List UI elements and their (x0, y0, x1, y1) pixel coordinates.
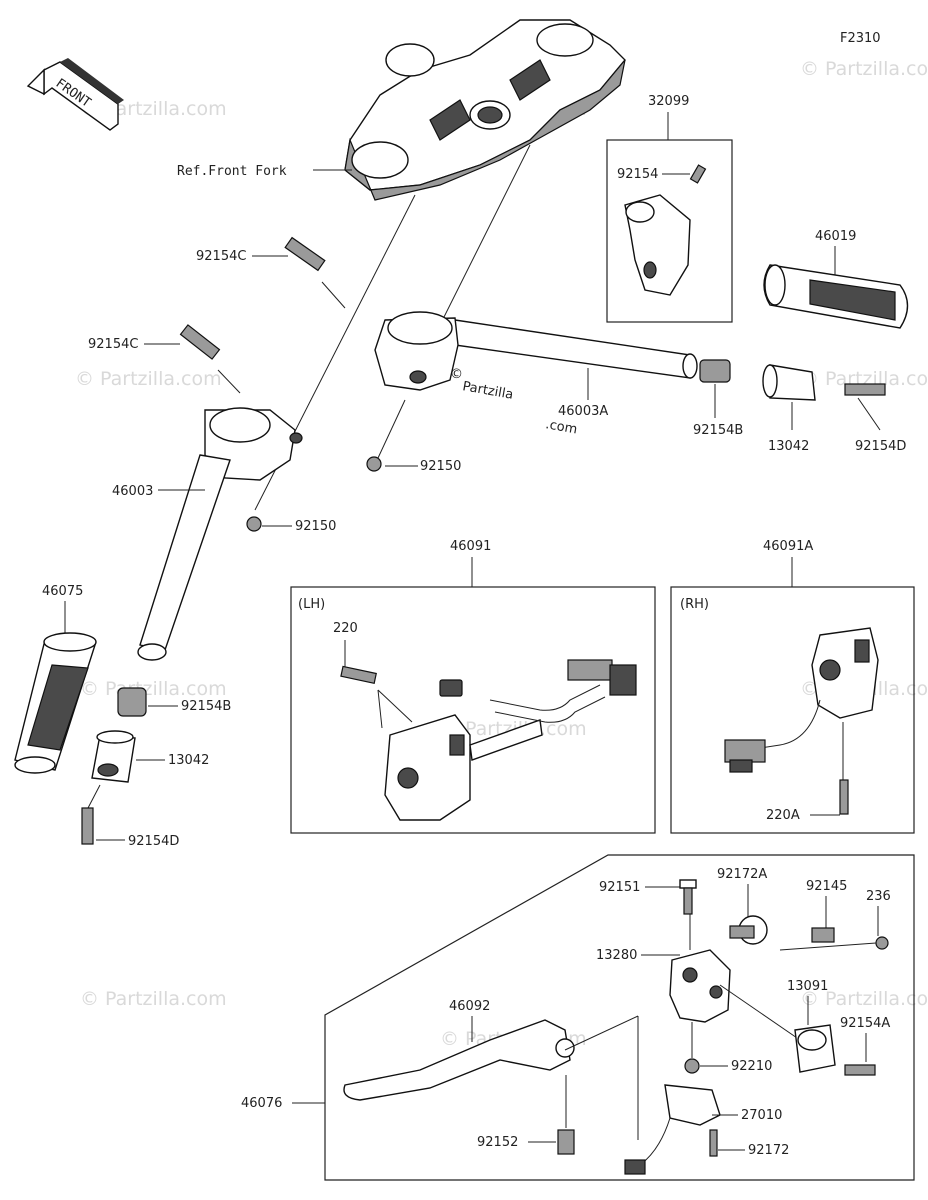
part-13042-left: 13042 (168, 753, 209, 768)
adjuster-icon (729, 915, 768, 945)
screw-icon (340, 665, 377, 684)
part-32099: 32099 (648, 94, 689, 109)
screw-icon (709, 1129, 718, 1157)
left-handlebar-icon (137, 407, 303, 661)
right-grip-icon (763, 264, 909, 329)
part-46092: 46092 (449, 999, 490, 1014)
bar-end-weight-icon (762, 364, 816, 401)
watermark: © Partzilla.com (80, 678, 227, 700)
bar-end-weight-insert-icon (699, 359, 731, 383)
bolt-icon (844, 383, 886, 396)
lh-box-label: (LH) (298, 597, 325, 612)
screw-icon (875, 936, 889, 950)
part-92145: 92145 (806, 879, 847, 894)
bar-end-weight-insert-icon (117, 687, 147, 717)
part-220: 220 (333, 621, 358, 636)
pivot-bolt-icon (679, 879, 697, 915)
lh-switch-box (290, 586, 656, 834)
part-92154D-left: 92154D (128, 834, 179, 849)
watermark: © Partzilla.com (800, 988, 928, 1010)
rh-switch-housing-icon (724, 627, 879, 773)
part-13280: 13280 (596, 948, 637, 963)
lever-holder-icon (669, 949, 731, 1023)
screw-icon (246, 516, 262, 532)
watermark: © Partzilla.com (800, 368, 928, 390)
lh-switch-housing-icon (384, 659, 637, 821)
part-92154B-left: 92154B (181, 699, 231, 714)
ref-front-fork-label: Ref.Front Fork (177, 164, 287, 179)
bolt-icon (81, 807, 94, 845)
part-32099-box (606, 139, 733, 323)
clutch-lever-icon (343, 1019, 575, 1101)
left-grip-icon (14, 632, 97, 774)
part-92154B-right: 92154B (693, 423, 743, 438)
screw-icon (689, 164, 707, 184)
part-220A: 220A (766, 808, 800, 823)
right-handlebar-icon (374, 311, 698, 391)
part-92210: 92210 (731, 1059, 772, 1074)
watermark: © Partzilla.com (800, 58, 928, 80)
bolt-icon (844, 1064, 876, 1076)
throttle-housing-icon (624, 194, 691, 296)
screw-icon (366, 456, 382, 472)
part-46003: 46003 (112, 484, 153, 499)
part-13091: 13091 (787, 979, 828, 994)
screw-icon (839, 779, 849, 815)
clamp-icon (794, 1024, 836, 1073)
part-92172A: 92172A (717, 867, 767, 882)
figure-code: F2310 (840, 31, 881, 46)
upper-triple-clamp (344, 19, 626, 201)
part-46075: 46075 (42, 584, 83, 599)
part-13042-right: 13042 (768, 439, 809, 454)
part-92150-b: 92150 (295, 519, 336, 534)
part-46091: 46091 (450, 539, 491, 554)
watermark: © Partzilla.com (75, 368, 222, 390)
part-92154C-a: 92154C (196, 249, 246, 264)
part-92154-top: 92154 (617, 167, 658, 182)
part-46019: 46019 (815, 229, 856, 244)
part-92154C-b: 92154C (88, 337, 138, 352)
nut-icon (684, 1058, 700, 1074)
center-watermark-line1: Partzilla (461, 379, 514, 403)
watermark-layer: © Partzilla.com © Partzilla.com © Partzi… (75, 58, 928, 1050)
part-46076: 46076 (241, 1096, 282, 1111)
bolt-icon (284, 236, 326, 272)
part-92151: 92151 (599, 880, 640, 895)
watermark: © Partzilla.com (80, 988, 227, 1010)
bolt-icon (179, 324, 221, 360)
part-92150-a: 92150 (420, 459, 461, 474)
center-watermark-symbol: © (450, 367, 463, 382)
part-27010: 27010 (741, 1108, 782, 1123)
part-92172: 92172 (748, 1143, 789, 1158)
collar-icon (557, 1129, 575, 1155)
part-236: 236 (866, 889, 891, 904)
part-92152: 92152 (477, 1135, 518, 1150)
rh-box-label: (RH) (680, 597, 709, 612)
part-46091A: 46091A (763, 539, 813, 554)
part-92154A: 92154A (840, 1016, 890, 1031)
front-arrow-icon: FRONT (26, 58, 124, 131)
part-92154D-right: 92154D (855, 439, 906, 454)
part-46003A: 46003A (558, 404, 608, 419)
spring-icon (811, 927, 835, 943)
bar-end-weight-icon (91, 730, 136, 783)
center-watermark-line2: .com (544, 417, 578, 437)
switch-assembly-icon (624, 1084, 721, 1175)
rh-switch-box (670, 586, 915, 834)
